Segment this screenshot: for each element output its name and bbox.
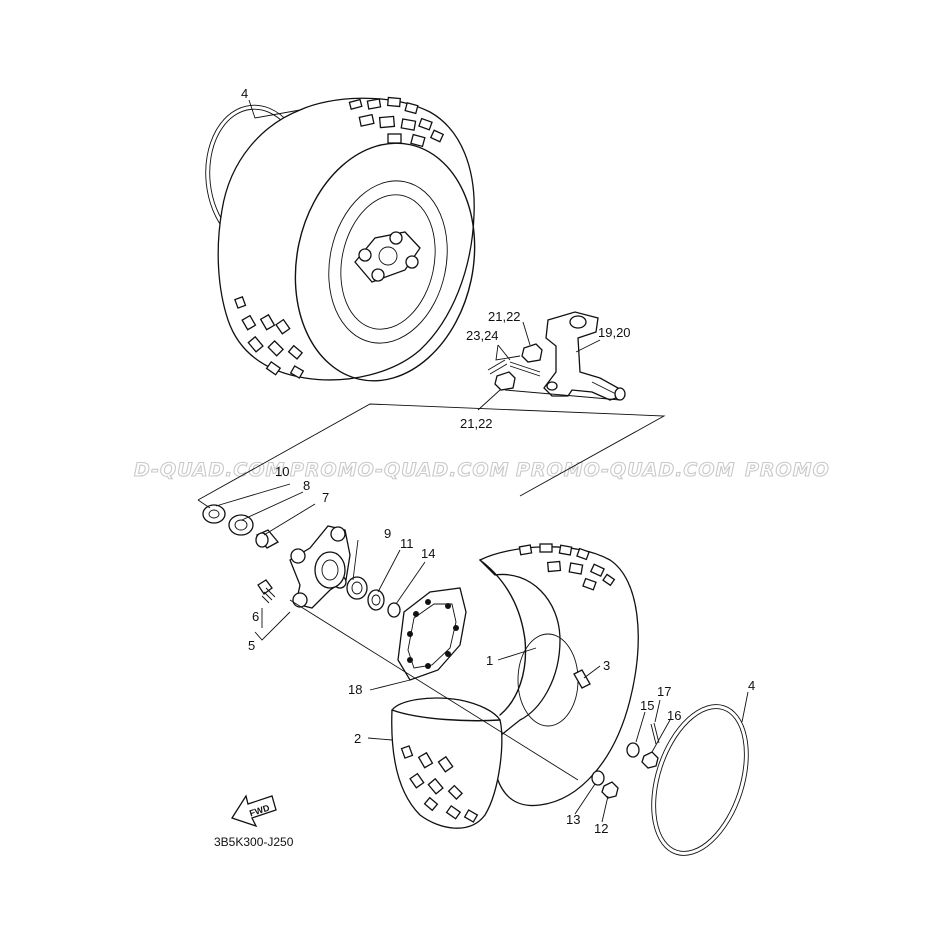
castle-nut-lower (494, 371, 516, 391)
oil-seal-11 (367, 589, 385, 611)
callout-12: 12 (594, 821, 608, 836)
bearing-9 (346, 576, 368, 600)
tire-half-1 (478, 543, 639, 807)
callout-21-22-bottom: 21,22 (460, 416, 493, 431)
nut-16 (641, 751, 659, 769)
watermark-text-3: PROMO-QUAD.COM (516, 459, 735, 481)
tire-half-2 (391, 697, 503, 829)
front-hub (289, 525, 351, 609)
small-hardware (573, 669, 660, 799)
callout-23-24: 23,24 (466, 328, 499, 343)
callout-21-22-top: 21,22 (488, 309, 521, 324)
callouts: 4 21,22 23,24 19,20 21,22 10 8 7 9 11 14… (241, 86, 755, 836)
hub-top (354, 231, 421, 283)
tread-blocks-2 (400, 745, 479, 823)
callout-11: 11 (400, 536, 414, 551)
callout-4-right: 4 (748, 678, 755, 693)
tread-blocks-top (234, 96, 445, 379)
castle-nuts-and-pins (487, 343, 543, 391)
rim-top-inner (340, 194, 436, 330)
callout-4-top: 4 (241, 86, 248, 101)
tire-top-sidewall (294, 142, 476, 382)
callout-3: 3 (603, 658, 610, 673)
callout-6: 6 (252, 609, 259, 624)
callout-18: 18 (348, 682, 362, 697)
callout-9: 9 (384, 526, 391, 541)
watermark-text-2: PROMO-QUAD.COM (290, 459, 509, 481)
cotter-pin-lower (487, 359, 508, 375)
assembled-wheel-top (205, 96, 476, 382)
tire-top-body (217, 97, 475, 381)
callout-16: 16 (667, 708, 681, 723)
castle-nut-upper (521, 343, 543, 363)
brake-disc (397, 587, 467, 681)
cotter-pin-upper (509, 361, 541, 377)
callout-19-20: 19,20 (598, 325, 631, 340)
bearing-parts (202, 504, 280, 549)
washer-13 (591, 770, 605, 786)
callout-2: 2 (354, 731, 361, 746)
watermark-text-4: PROMO (745, 459, 830, 481)
callout-7: 7 (322, 490, 329, 505)
valve-stem-3 (573, 669, 591, 689)
fwd-arrow-icon: FWD (231, 794, 277, 828)
spacer-14 (387, 602, 401, 618)
callout-13: 13 (566, 812, 580, 827)
callout-15: 15 (640, 698, 654, 713)
hub-bearing-set (346, 576, 401, 618)
rim-band-right (651, 704, 749, 856)
bolt-6 (257, 579, 276, 604)
cotter-pin-17 (650, 722, 660, 745)
watermark-text-1: D-QUAD.COM (134, 459, 285, 481)
leader-lines (197, 99, 749, 823)
callout-17: 17 (657, 684, 671, 699)
callout-5: 5 (248, 638, 255, 653)
washer-15 (626, 742, 640, 758)
drawing-code: 3B5K300-J250 (214, 835, 294, 849)
rim-top-outer (328, 180, 448, 344)
nut-12 (601, 781, 619, 799)
steering-knuckle (543, 311, 626, 401)
callout-1: 1 (486, 653, 493, 668)
callout-8: 8 (303, 478, 310, 493)
callout-14: 14 (421, 546, 435, 561)
oil-seal-10 (202, 504, 226, 524)
tread-blocks-1 (518, 543, 616, 591)
callout-10: 10 (275, 464, 289, 479)
watermark: D-QUAD.COM PROMO-QUAD.COM PROMO-QUAD.COM… (133, 458, 830, 481)
bearing-8 (228, 514, 254, 536)
